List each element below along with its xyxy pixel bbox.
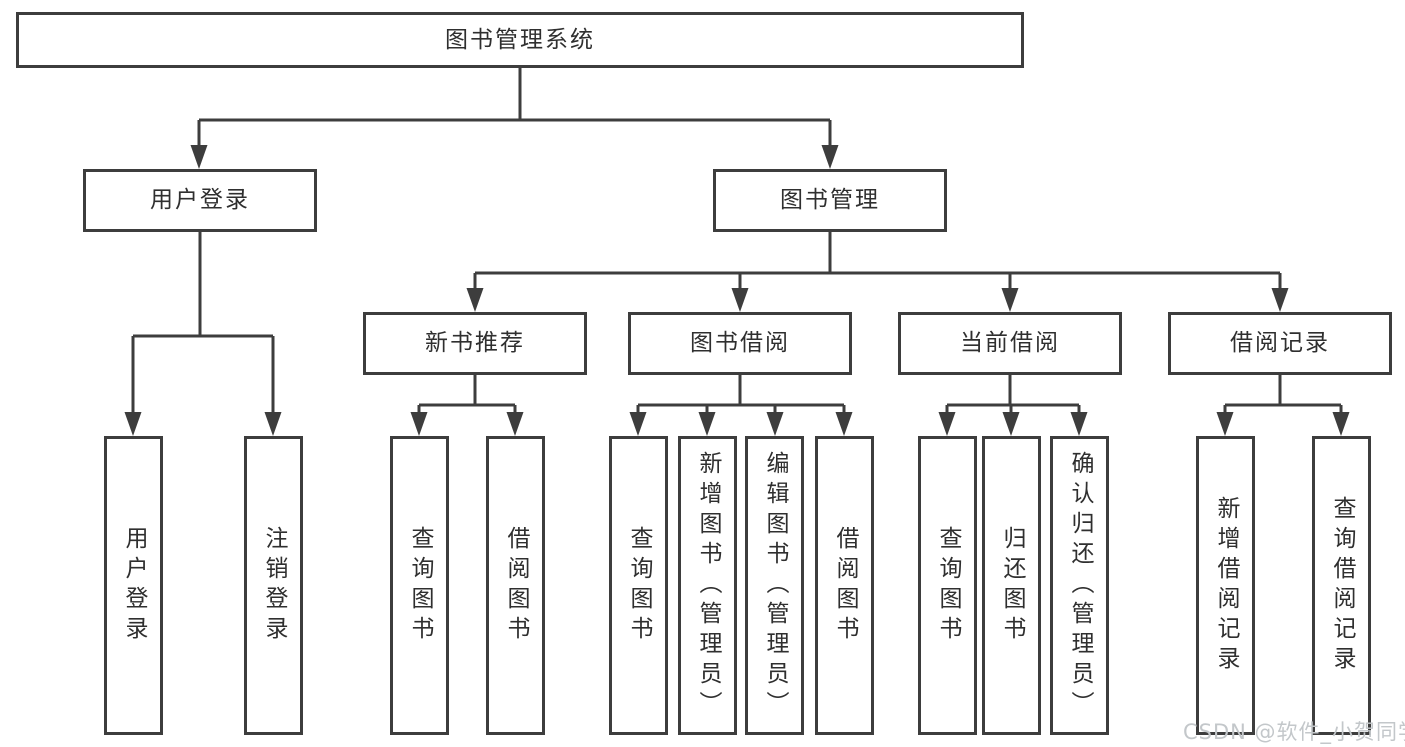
node-user-login: 用户登录 [83, 169, 317, 232]
leaf-logout: 注销登录 [244, 436, 303, 735]
leaf-label: 查询借阅记录 [1329, 495, 1355, 676]
leaf-label: 注销登录 [261, 525, 287, 646]
leaf-label: 确认归还（管理员） [1067, 450, 1093, 721]
node-new-book-recommend: 新书推荐 [363, 312, 587, 375]
leaf-label: 借阅图书 [503, 525, 529, 646]
node-label: 新书推荐 [425, 330, 525, 356]
leaf-label: 借阅图书 [832, 525, 858, 646]
node-label: 图书管理系统 [445, 26, 595, 53]
leaf-label: 新增借阅记录 [1213, 495, 1239, 676]
node-library-management-system: 图书管理系统 [16, 12, 1024, 68]
node-label: 用户登录 [150, 187, 250, 213]
node-label: 图书管理 [780, 187, 880, 213]
leaf-records-add-record: 新增借阅记录 [1196, 436, 1255, 735]
node-book-management: 图书管理 [713, 169, 947, 232]
leaf-borrowing-edit-books-admin: 编辑图书（管理员） [745, 436, 804, 735]
node-label: 当前借阅 [960, 330, 1060, 356]
csdn-watermark: CSDN @软件_小贺同学 [1183, 720, 1405, 744]
leaf-current-confirm-return-admin: 确认归还（管理员） [1050, 436, 1109, 735]
leaf-user-login: 用户登录 [104, 436, 163, 735]
leaf-current-return-books: 归还图书 [982, 436, 1041, 735]
leaf-label: 查询图书 [407, 525, 433, 646]
node-label: 借阅记录 [1230, 330, 1330, 356]
leaf-borrowing-add-books-admin: 新增图书（管理员） [678, 436, 737, 735]
leaf-recommend-borrow-books: 借阅图书 [486, 436, 545, 735]
leaf-borrowing-query-books: 查询图书 [609, 436, 668, 735]
leaf-label: 新增图书（管理员） [695, 450, 721, 721]
leaf-label: 用户登录 [121, 525, 147, 646]
leaf-current-query-books: 查询图书 [918, 436, 977, 735]
leaf-label: 归还图书 [999, 525, 1025, 646]
leaf-label: 编辑图书（管理员） [762, 450, 788, 721]
node-book-borrowing: 图书借阅 [628, 312, 852, 375]
node-current-borrowing: 当前借阅 [898, 312, 1122, 375]
leaf-label: 查询图书 [626, 525, 652, 646]
leaf-borrowing-borrow-books: 借阅图书 [815, 436, 874, 735]
leaf-recommend-query-books: 查询图书 [390, 436, 449, 735]
leaf-label: 查询图书 [935, 525, 961, 646]
node-label: 图书借阅 [690, 330, 790, 356]
node-borrowing-records: 借阅记录 [1168, 312, 1392, 375]
leaf-records-query-record: 查询借阅记录 [1312, 436, 1371, 735]
